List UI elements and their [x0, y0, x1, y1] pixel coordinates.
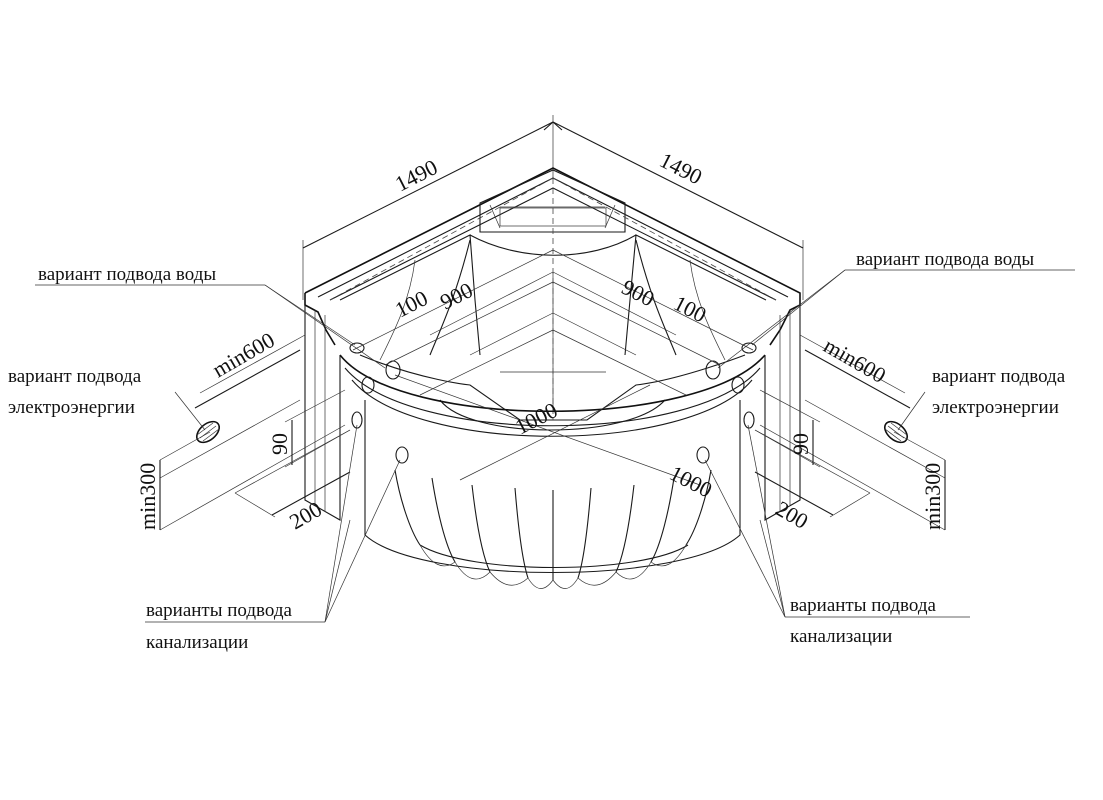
tub-inner-bowl [329, 177, 777, 431]
label-power-left-line1: вариант подвода [8, 366, 142, 387]
right-side-dimensions [754, 334, 946, 531]
dim-right-min300: min300 [920, 463, 945, 530]
label-power-right-line1: вариант подвода [932, 366, 1066, 387]
interior-dimension-lines [352, 249, 754, 486]
dim-right-200: 200 [772, 496, 813, 534]
electric-socket-left [195, 420, 221, 444]
tub-outer-rim [304, 167, 801, 346]
dim-left-1490: 1490 [391, 154, 442, 196]
dim-left-900: 900 [436, 277, 477, 314]
electric-socket-right [883, 420, 909, 444]
label-power-right-line2: электроэнергии [932, 397, 1059, 418]
label-power-left-line2: электроэнергии [8, 397, 135, 418]
left-side-dimensions [159, 334, 351, 531]
dim-left-100: 100 [391, 285, 432, 322]
dim-left-min600: min600 [208, 327, 279, 382]
label-drain-right-line2: канализации [790, 626, 892, 647]
label-drain-right-line1: варианты подвода [790, 595, 936, 616]
label-drain-left-line1: варианты подвода [146, 600, 292, 621]
dim-right-min600: min600 [820, 333, 891, 388]
label-drain-left-line2: канализации [146, 632, 248, 653]
dim-right-1490: 1490 [656, 147, 707, 189]
dim-right-900: 900 [618, 274, 659, 311]
label-water-right: вариант подвода воды [856, 249, 1034, 270]
tub-front-apron [304, 305, 801, 589]
overall-dimension-lines [302, 115, 804, 300]
dim-left-200: 200 [285, 496, 326, 534]
label-water-left: вариант подвода воды [38, 264, 216, 285]
dim-left-min300: min300 [135, 463, 160, 530]
dim-left-90: 90 [267, 433, 292, 455]
dim-right-100: 100 [670, 290, 711, 327]
dim-right-90: 90 [788, 433, 813, 455]
label-leader-lines [35, 269, 1075, 623]
